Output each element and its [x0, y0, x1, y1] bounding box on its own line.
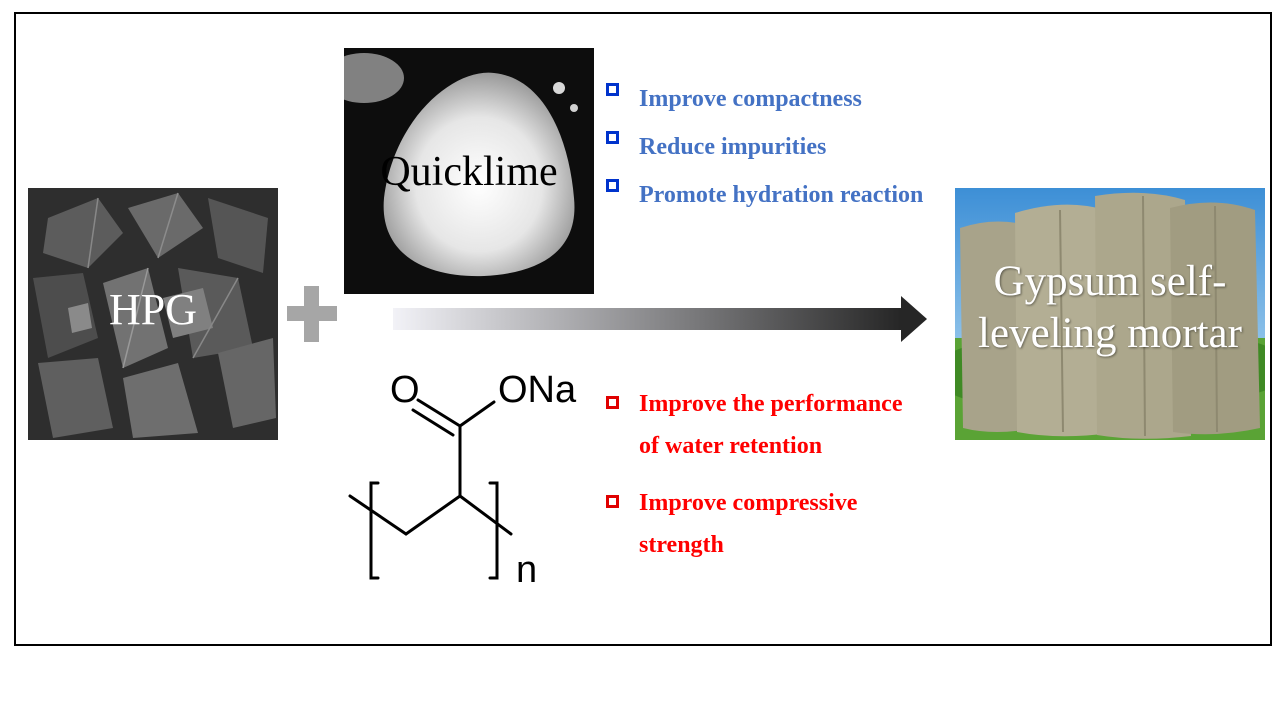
checkbox-square-icon	[606, 179, 619, 192]
hpg-crystal-texture	[28, 188, 278, 440]
process-arrow-icon	[393, 296, 927, 342]
list-item: Improve compactness	[606, 75, 936, 123]
quicklime-effects-list: Improve compactness Reduce impurities Pr…	[606, 75, 936, 219]
effect-text: Improve compressive strength	[639, 490, 858, 558]
hpg-sem-image: HPG	[28, 188, 278, 440]
product-label: Gypsum self- leveling mortar	[955, 256, 1265, 360]
powder-pile-shape	[344, 48, 594, 294]
quicklime-powder-image: Quicklime	[344, 48, 594, 294]
list-item: Improve the performance of water retenti…	[606, 384, 926, 467]
repeat-unit-subscript: n	[516, 549, 537, 588]
checkbox-square-icon	[606, 131, 619, 144]
checkbox-square-icon	[606, 495, 619, 508]
sodium-polyacrylate-structure: O ONa n	[348, 369, 577, 588]
effect-text: Improve the performance of water retenti…	[639, 391, 903, 459]
carbonyl-oxygen: O	[390, 369, 420, 411]
sodium-salt-group: ONa	[498, 369, 577, 411]
checkbox-square-icon	[606, 396, 619, 409]
polymer-effects-list: Improve the performance of water retenti…	[606, 384, 926, 582]
bags-landscape	[955, 188, 1265, 440]
quicklime-label: Quicklime	[380, 149, 558, 195]
product-label-line1: Gypsum self-	[993, 258, 1227, 305]
list-item: Reduce impurities	[606, 123, 936, 171]
mortar-bags-image: Gypsum self- leveling mortar	[955, 188, 1265, 440]
hpg-label: HPG	[108, 285, 198, 334]
effect-text: Promote hydration reaction	[639, 182, 924, 208]
plus-icon	[287, 286, 337, 342]
effect-text: Reduce impurities	[639, 134, 827, 160]
effect-text: Improve compactness	[639, 86, 862, 112]
list-item: Improve compressive strength	[606, 483, 926, 566]
checkbox-square-icon	[606, 83, 619, 96]
list-item: Promote hydration reaction	[606, 171, 936, 219]
product-label-line2: leveling mortar	[978, 310, 1242, 357]
